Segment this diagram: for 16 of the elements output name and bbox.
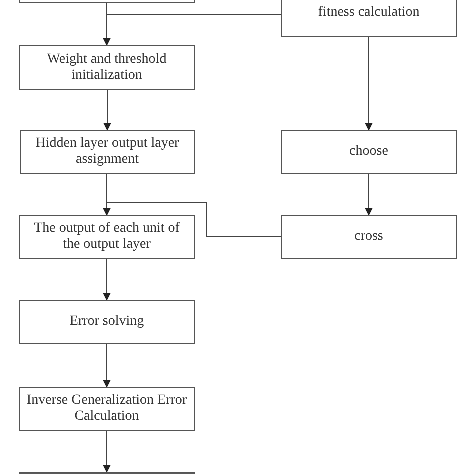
- arrow: [365, 36, 373, 131]
- arrow: [103, 14, 282, 46]
- arrow: [104, 90, 112, 131]
- arrow: [365, 174, 373, 216]
- process-box: fitness calculation: [281, 0, 457, 37]
- process-box: Hidden layer output layer assignment: [20, 130, 195, 174]
- arrow: [103, 430, 111, 473]
- process-box: cross: [281, 215, 457, 259]
- process-box: Error solving: [19, 300, 195, 344]
- arrow: [103, 258, 111, 301]
- process-box: Weight and threshold initialization: [19, 45, 195, 90]
- process-box: Inverse Generalization Error Calculation: [19, 387, 195, 431]
- process-box: The output of each unit of the output layer: [19, 215, 195, 259]
- arrow: [103, 202, 282, 238]
- process-box: choose: [281, 130, 457, 174]
- arrow: [103, 344, 111, 388]
